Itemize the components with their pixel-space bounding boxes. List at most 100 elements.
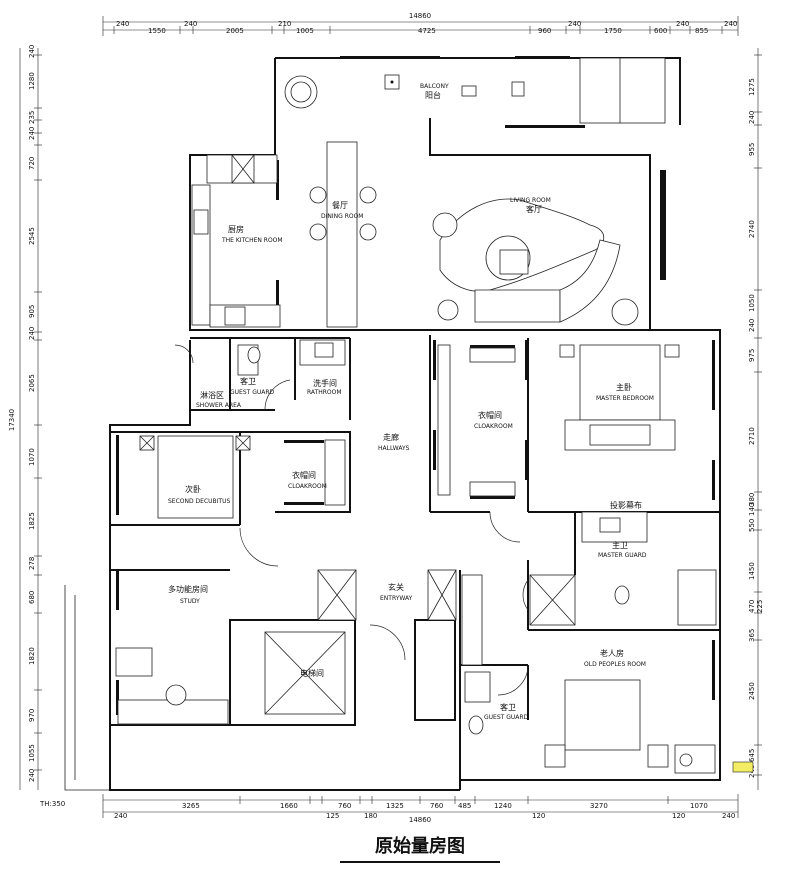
second-label-cn: 次卧 — [185, 484, 201, 494]
master-toilet-icon — [614, 585, 630, 605]
bottom-dim-7: 1240 — [494, 802, 512, 810]
bottom-dim-12: 180 — [364, 812, 377, 820]
right-dim-5: 1050 — [748, 294, 756, 312]
study-label-cn: 多功能房间 — [168, 584, 208, 594]
bottom-dim-1: 3265 — [182, 802, 200, 810]
projection-label: 投影幕布 — [610, 500, 642, 510]
elevator-label: 电梯间 — [300, 668, 324, 678]
top-dim-2: 1550 — [148, 27, 166, 35]
second-label-en: SECOND DECUBITUS — [168, 498, 230, 505]
old-label-en: OLD PEOPLES ROOM — [584, 661, 646, 668]
left-dim-14: 1820 — [28, 647, 36, 665]
top-dim-11: 600 — [654, 27, 667, 35]
top-dim-7: 4725 — [418, 27, 436, 35]
left-dim-12: 278 — [28, 557, 36, 570]
kitchen-label-en: THE KITCHEN ROOM — [221, 237, 283, 244]
bottom-dim-4: 1325 — [386, 802, 404, 810]
windows — [116, 56, 715, 715]
shower-label-en: SHOWER AREA — [196, 402, 242, 409]
left-dim-3: 235 — [28, 111, 36, 124]
cloak2-label-cn: 衣帽间 — [292, 470, 316, 480]
left-dim-9: 2065 — [28, 374, 36, 392]
bottom-dim-14: 120 — [672, 812, 685, 820]
top-dim-13: 855 — [695, 27, 708, 35]
right-dim-15: 365 — [748, 629, 756, 642]
guest-guard-label-en: GUEST GUARD — [230, 389, 275, 396]
right-dim-4: 2740 — [748, 220, 756, 238]
top-dim-1: 240 — [116, 20, 129, 28]
balcony-plant-icon — [284, 75, 318, 109]
master-bed — [579, 344, 661, 421]
living-label-cn: 客厅 — [526, 204, 542, 214]
hallway-label-cn: 走廊 — [383, 432, 399, 442]
right-dim-12: 1450 — [748, 562, 756, 580]
top-dim-8: 960 — [538, 27, 551, 35]
left-dim-16: 1055 — [28, 744, 36, 762]
right-dim-14: 225 — [756, 600, 764, 613]
walls — [64, 57, 721, 791]
drawing-title: 原始量房图 — [375, 835, 465, 857]
cloak1-label-en: CLOAKROOM — [474, 423, 513, 430]
furniture — [115, 57, 754, 774]
left-dimensions: 17340 240 1280 235 240 720 2545 905 240 … — [8, 45, 42, 790]
entry-label-en: ENTRYWAY — [380, 595, 413, 602]
bottom-dim-5: 760 — [430, 802, 443, 810]
guest-toilet-icon — [468, 715, 484, 735]
sofa — [474, 289, 561, 323]
top-dim-9: 240 — [568, 20, 581, 28]
left-dim-11: 1825 — [28, 512, 36, 530]
master-label-en: MASTER BEDROOM — [596, 395, 654, 402]
wash-basin-icon — [314, 342, 334, 358]
right-dim-11: 550 — [748, 519, 756, 532]
top-dim-10: 1750 — [604, 27, 622, 35]
right-dimensions: 1275 240 955 2740 1050 240 975 2710 380 … — [748, 48, 764, 790]
scale-note: TH:350 — [39, 800, 65, 808]
top-total-dim: 14860 — [409, 12, 431, 20]
guest-basin-icon — [464, 671, 491, 703]
master-basin-icon — [599, 517, 621, 533]
guest-guard-label-cn: 客卫 — [240, 376, 256, 386]
kitchen-sink-icon — [193, 209, 209, 235]
right-dim-16: 2450 — [748, 682, 756, 700]
dining-label-cn: 餐厅 — [332, 201, 348, 210]
right-dim-1: 1275 — [748, 78, 756, 96]
top-dimensions: 14860 240 1550 240 2005 210 1005 4725 96… — [102, 12, 739, 36]
right-dim-6: 240 — [748, 319, 756, 332]
right-dim-13: 470 — [748, 600, 756, 613]
living-plant-icon — [611, 298, 639, 326]
bottom-dim-10: 240 — [114, 812, 127, 820]
kitchen-label-cn: 厨房 — [228, 224, 244, 234]
bottom-dim-15: 240 — [722, 812, 735, 820]
balcony-label-cn: 阳台 — [425, 90, 441, 100]
bottom-dim-13: 120 — [532, 812, 545, 820]
dining-label-en: DINING ROOM — [321, 213, 363, 220]
left-dim-13: 680 — [28, 591, 36, 604]
hallway-label-en: HALLWAYS — [378, 445, 410, 452]
bottom-dim-2: 1660 — [280, 802, 298, 810]
top-dim-12: 240 — [676, 20, 689, 28]
cloak2-label-en: CLOAKROOM — [288, 483, 327, 490]
master-bath-label-en: MASTER GUARD — [598, 552, 647, 559]
bottom-dim-3: 760 — [338, 802, 351, 810]
master-label-cn: 主卧 — [616, 382, 632, 392]
sink-icon — [461, 85, 477, 97]
right-dim-3: 955 — [748, 143, 756, 156]
bottom-dim-9: 1070 — [690, 802, 708, 810]
left-dim-5: 720 — [28, 157, 36, 170]
bottom-total-dim: 14860 — [409, 816, 431, 824]
top-dim-5: 210 — [278, 20, 291, 28]
washroom-label-en: RATHROOM — [307, 389, 342, 396]
old-people-bed — [564, 679, 641, 751]
top-dim-4: 2005 — [226, 27, 244, 35]
washroom-label-cn: 洗手间 — [313, 378, 337, 388]
left-dim-2: 1280 — [28, 72, 36, 90]
study-chair — [165, 684, 187, 706]
top-dim-6: 1005 — [296, 27, 314, 35]
washing-machine-icon — [679, 753, 693, 767]
top-dim-14: 240 — [724, 20, 737, 28]
right-dim-17: 645 — [748, 749, 756, 762]
left-dim-8: 240 — [28, 327, 36, 340]
toilet-icon — [247, 346, 261, 364]
right-dim-10: 140 — [748, 503, 756, 516]
